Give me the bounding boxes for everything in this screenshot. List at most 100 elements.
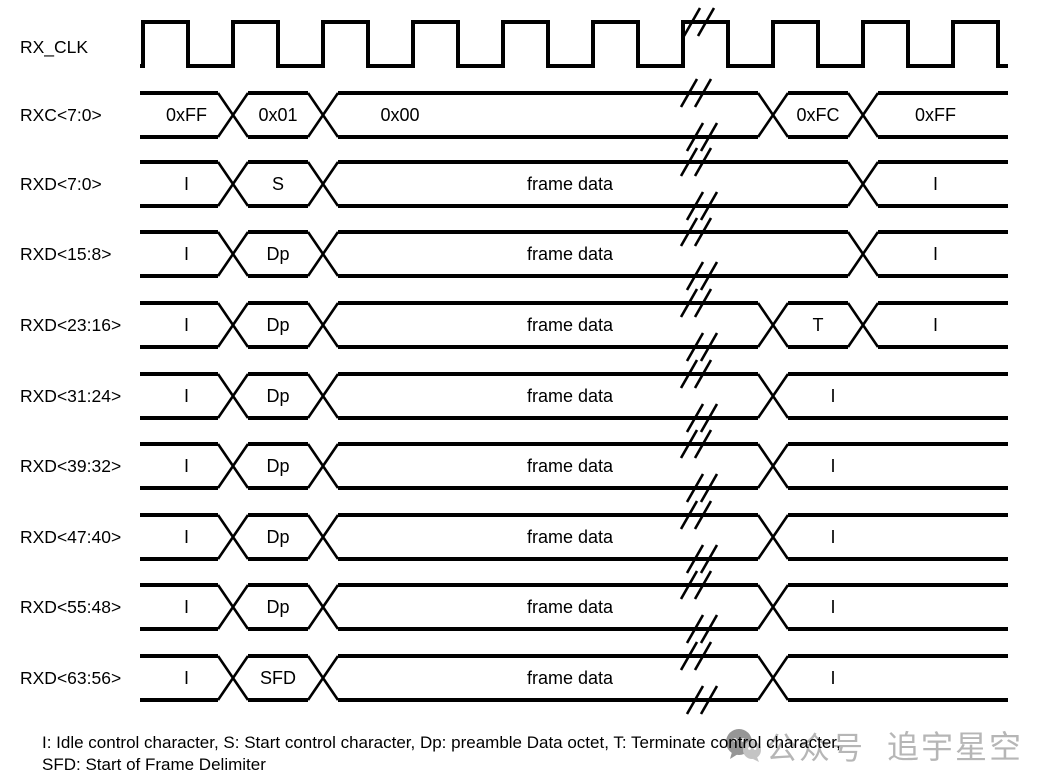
- bus-break-mark: [699, 614, 719, 644]
- bus-segment-label: frame data: [527, 597, 614, 617]
- bus-segment-label: 0x00: [380, 105, 419, 125]
- bus-break-mark: [693, 500, 713, 530]
- watermark-label: 公众号: [766, 730, 865, 766]
- watermark: 公众号 追宇星空: [724, 722, 1023, 768]
- bus-segment-label: Dp: [266, 597, 289, 617]
- clock-waveform: [140, 20, 1008, 68]
- bus-break-mark: [693, 570, 713, 600]
- bus-segment-label: Dp: [266, 386, 289, 406]
- bus-crossing-lines: [216, 302, 880, 348]
- bus-segment-label: frame data: [527, 386, 614, 406]
- bus-break-mark: [685, 473, 705, 503]
- bus-break-mark: [693, 217, 713, 247]
- signal-name-label: RXD<47:40>: [20, 527, 121, 547]
- clock-break-mark: [682, 7, 702, 37]
- clock-break-mark: [696, 7, 716, 37]
- signal-name-label: RXC<7:0>: [20, 105, 102, 125]
- bus-break-mark: [693, 429, 713, 459]
- bus-break-mark: [679, 359, 699, 389]
- signal-name-label: RXD<39:32>: [20, 456, 121, 476]
- bus-segment-label: I: [933, 315, 938, 335]
- bus-level-lines: [140, 91, 1008, 139]
- bus-break-mark: [685, 544, 705, 574]
- bus-segment-label: I: [933, 244, 938, 264]
- bus-segment-label: T: [813, 315, 824, 335]
- bus-break-mark: [685, 191, 705, 221]
- bus-break-mark: [699, 685, 719, 715]
- legend-line-2: SFD: Start of Frame Delimiter: [42, 755, 266, 774]
- bus-break-mark: [693, 359, 713, 389]
- bus-segment-label: Dp: [266, 244, 289, 264]
- bus-segment-label: frame data: [527, 527, 614, 547]
- signal-name-label: RXD<55:48>: [20, 597, 121, 617]
- bus-crossing-lines: [216, 231, 880, 277]
- bus-level-lines: [140, 301, 1008, 349]
- clock-row: RX_CLK: [20, 7, 1008, 68]
- bus-segment-label: frame data: [527, 668, 614, 688]
- bus-break-mark: [685, 614, 705, 644]
- signal-name-label: RXD<23:16>: [20, 315, 121, 335]
- bus-break-mark: [679, 500, 699, 530]
- bus-segment-label: 0xFC: [796, 105, 839, 125]
- bus-level-lines: [140, 442, 1008, 490]
- bus-crossing-lines: [216, 161, 880, 207]
- bus-signal-row: I Dp frame data I RXD<55:48>: [20, 570, 1008, 644]
- bus-break-mark: [679, 641, 699, 671]
- watermark-account: 追宇星空: [887, 729, 1024, 765]
- bus-segment-label: I: [830, 456, 835, 476]
- bus-break-mark: [679, 288, 699, 318]
- bus-level-lines: [140, 230, 1008, 278]
- bus-break-mark: [693, 147, 713, 177]
- bus-level-lines: [140, 160, 1008, 208]
- bus-segment-label: SFD: [260, 668, 296, 688]
- bus-level-lines: [140, 372, 1008, 420]
- bus-segment-label: 0xFF: [166, 105, 207, 125]
- bus-segment-label: Dp: [266, 456, 289, 476]
- bus-segment-label: I: [184, 386, 189, 406]
- signal-name-label: RXD<7:0>: [20, 174, 102, 194]
- legend-line-1: I: Idle control character, S: Start cont…: [42, 733, 841, 752]
- bus-break-mark: [699, 191, 719, 221]
- bus-crossing-lines: [216, 655, 790, 701]
- bus-crossing-lines: [216, 584, 790, 630]
- bus-segment-label: frame data: [527, 174, 614, 194]
- bus-segment-label: Dp: [266, 527, 289, 547]
- bus-segment-label: I: [830, 668, 835, 688]
- signal-name-label: RX_CLK: [20, 37, 88, 58]
- signal-name-label: RXD<15:8>: [20, 244, 111, 264]
- bus-segment-label: frame data: [527, 315, 614, 335]
- bus-segment-label: I: [830, 386, 835, 406]
- bus-segment-label: I: [184, 597, 189, 617]
- bus-segment-label: I: [830, 597, 835, 617]
- bus-break-mark: [679, 570, 699, 600]
- bus-segment-label: I: [933, 174, 938, 194]
- bus-level-lines: [140, 654, 1008, 702]
- bus-segment-label: I: [184, 527, 189, 547]
- bus-crossing-lines: [216, 92, 880, 138]
- bus-segment-label: 0xFF: [915, 105, 956, 125]
- bus-segment-label: frame data: [527, 456, 614, 476]
- bus-break-mark: [679, 217, 699, 247]
- bus-break-mark: [699, 403, 719, 433]
- bus-segment-label: S: [272, 174, 284, 194]
- bus-segment-label: I: [184, 315, 189, 335]
- bus-break-mark: [699, 473, 719, 503]
- bus-break-mark: [685, 261, 705, 291]
- bus-break-mark: [699, 544, 719, 574]
- bus-break-mark: [693, 641, 713, 671]
- bus-crossing-lines: [216, 514, 790, 560]
- bus-segment-label: I: [184, 174, 189, 194]
- bus-segment-label: frame data: [527, 244, 614, 264]
- bus-level-lines: [140, 513, 1008, 561]
- bus-break-mark: [685, 122, 705, 152]
- bus-break-mark: [693, 288, 713, 318]
